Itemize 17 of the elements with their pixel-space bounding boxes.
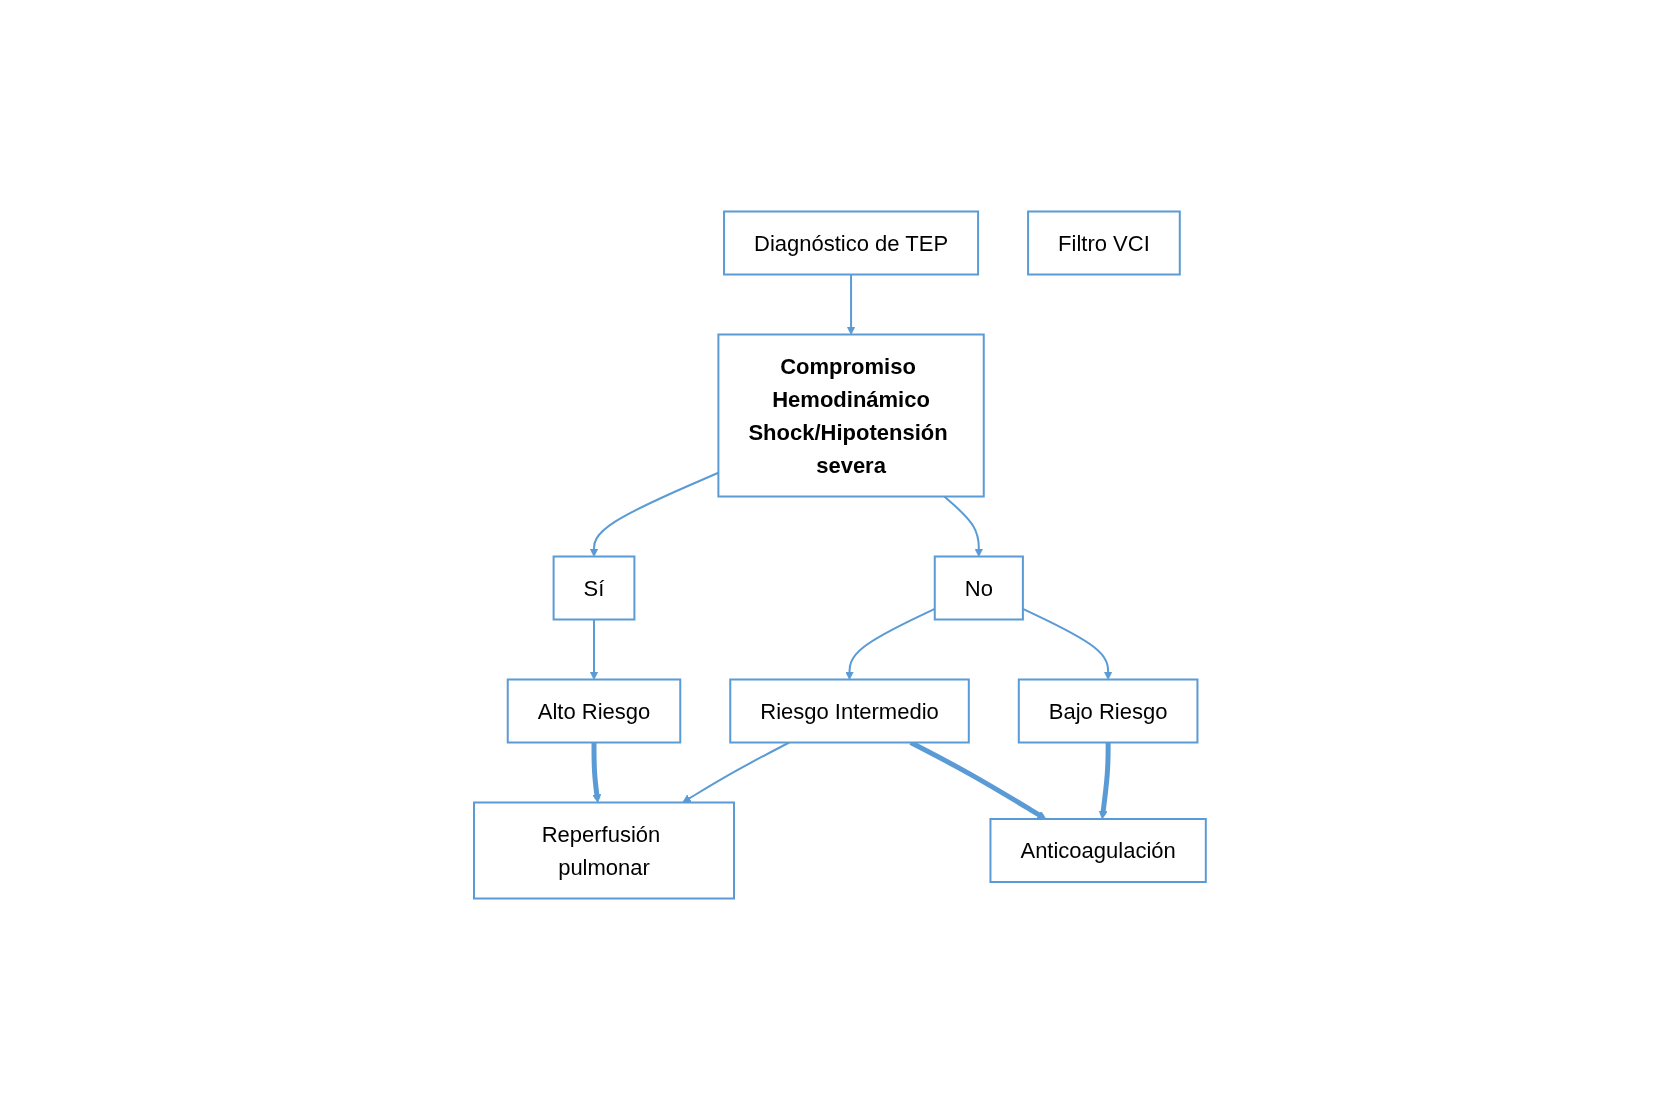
node-box: Sí (552, 555, 636, 620)
node-box: Diagnóstico de TEP (723, 210, 980, 275)
node-box: Riesgo Intermedio (729, 678, 970, 743)
arrow (1022, 607, 1113, 680)
node-box: Bajo Riesgo (1017, 678, 1199, 743)
arrow (846, 273, 856, 335)
arrow (589, 618, 599, 680)
arrow (682, 741, 791, 803)
arrow (591, 742, 602, 803)
node-box: Filtro VCI (1027, 210, 1181, 275)
node-box: Reperfusión pulmonar (473, 801, 736, 899)
node-box: Alto Riesgo (506, 678, 682, 743)
node-box: Anticoagulación (989, 817, 1207, 883)
node-box: Compromiso Hemodinámico Shock/Hipotensión severa (717, 333, 985, 497)
node-box: No (933, 555, 1024, 620)
arrow (1098, 742, 1111, 819)
arrow (943, 495, 984, 557)
